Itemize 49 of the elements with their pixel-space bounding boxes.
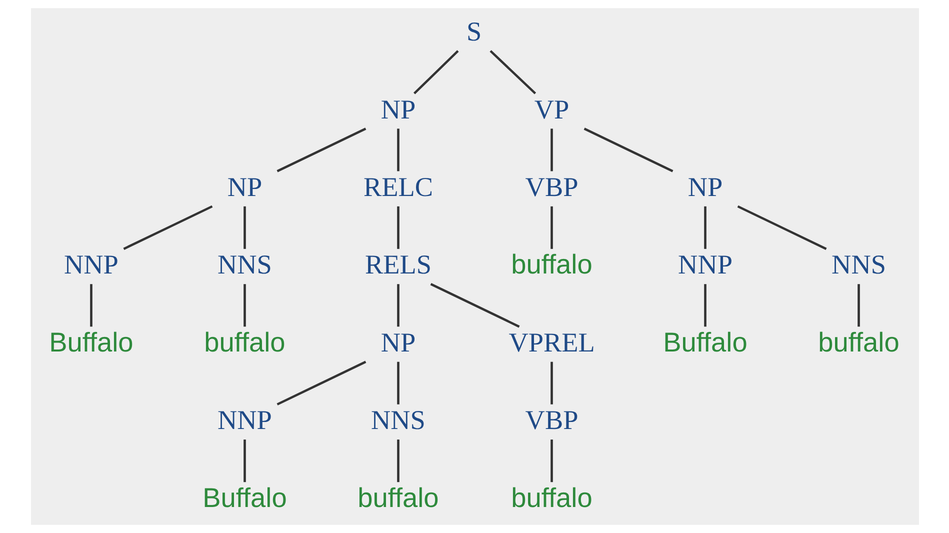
connector — [243, 284, 246, 327]
connector — [550, 206, 552, 249]
connector — [396, 128, 399, 172]
node-text: Buffalo — [662, 326, 747, 358]
connector — [736, 205, 826, 250]
node-text: VBP — [524, 172, 578, 202]
connector — [430, 283, 520, 328]
connector — [550, 362, 552, 404]
node-text: NP — [226, 172, 262, 202]
node-text: NNP — [217, 405, 272, 436]
connector — [396, 206, 399, 249]
node-text: NP — [687, 172, 722, 202]
node-text: buffalo — [510, 248, 592, 280]
connector — [412, 50, 458, 94]
node-text: NP — [380, 94, 416, 124]
node-text: RELS — [364, 250, 431, 280]
connector — [90, 284, 92, 327]
node-text: buffalo — [204, 326, 285, 358]
connector — [396, 284, 399, 327]
node-text: S — [466, 16, 482, 47]
connector — [396, 440, 399, 482]
connector — [122, 205, 212, 250]
node-text: NNP — [678, 250, 732, 280]
connector — [583, 128, 673, 172]
node-text: buffalo — [357, 482, 438, 513]
connector — [550, 128, 552, 172]
node-text: NNP — [64, 250, 118, 280]
connector — [704, 284, 706, 327]
node-text: VPREL — [508, 327, 594, 358]
connector — [243, 206, 246, 249]
connector — [243, 440, 246, 482]
node-text: NP — [380, 327, 416, 358]
node-text: NNS — [370, 405, 425, 436]
connector — [276, 128, 366, 172]
connector — [550, 440, 552, 482]
node-text: buffalo — [818, 326, 899, 358]
node-text: Buffalo — [48, 326, 133, 358]
node-text: Buffalo — [202, 482, 286, 513]
connector — [489, 50, 536, 94]
node-text: VBP — [524, 405, 578, 436]
node-text: VP — [534, 94, 569, 124]
node-text: RELC — [363, 172, 432, 202]
connector — [396, 362, 399, 404]
node-text: NNS — [217, 250, 272, 280]
node-text: buffalo — [510, 482, 592, 513]
connector — [704, 206, 706, 249]
node-text: NNS — [831, 250, 886, 280]
connector — [276, 360, 366, 406]
connector — [857, 284, 860, 327]
